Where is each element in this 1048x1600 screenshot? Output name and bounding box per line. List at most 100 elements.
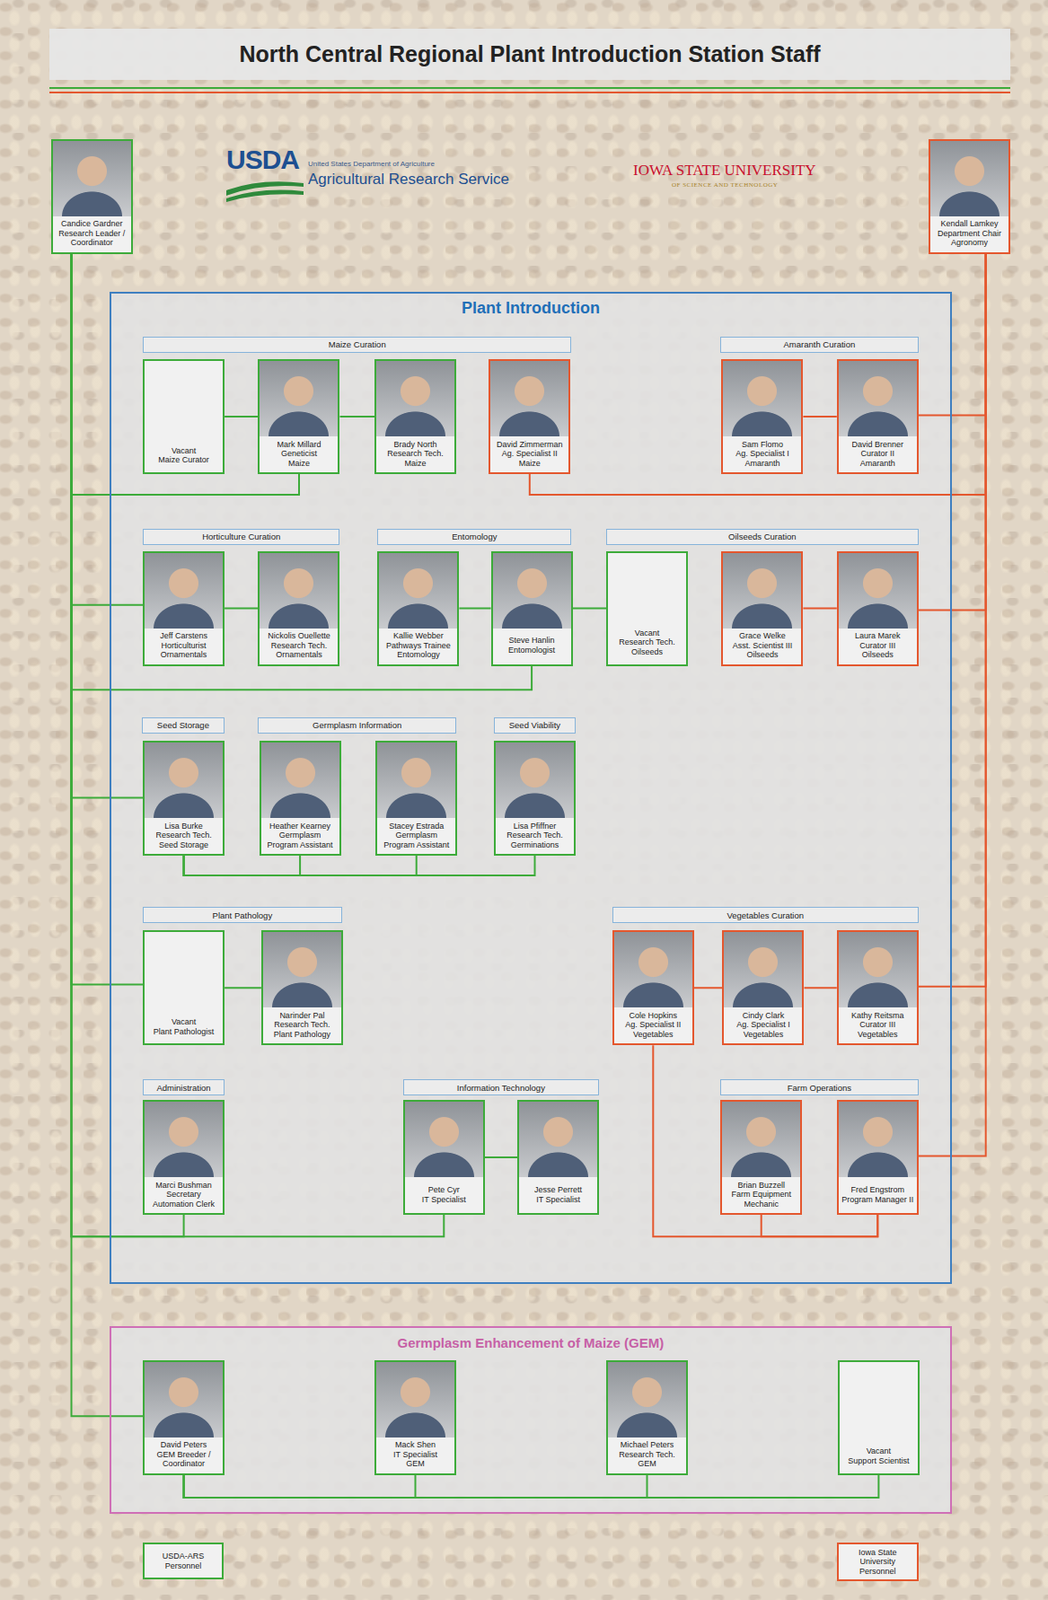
person-detail: IT Specialist xyxy=(520,1195,596,1206)
person-detail: Curator III xyxy=(840,1020,916,1031)
org-connector xyxy=(184,1475,648,1498)
card-text-area: Laura MarekCurator IIIOilseeds xyxy=(838,628,917,665)
person-name: Mack Shen xyxy=(378,1440,453,1451)
person-name: Nickolis Ouellette xyxy=(261,631,336,642)
card-text-area: Jeff CarstensHorticulturistOrnamentals xyxy=(144,628,223,665)
org-connector xyxy=(224,607,258,610)
person-name: David Brenner xyxy=(840,440,916,450)
person-name: David Zimmerman xyxy=(492,440,567,450)
section-header: Vegetables Curation xyxy=(612,907,919,924)
card-text-area: Mack ShenIT SpecialistGEM xyxy=(376,1437,455,1474)
person-name: Vacant xyxy=(146,1017,221,1028)
person-name: Mark Millard xyxy=(261,440,336,450)
person-name: Heather Kearney xyxy=(263,821,338,832)
person-detail: Vegetables xyxy=(840,1030,916,1040)
org-connector xyxy=(224,415,258,418)
legend-swatch: Iowa State University Personnel xyxy=(836,1542,919,1582)
staff-card: Fred EngstromProgram Manager II xyxy=(836,1100,919,1216)
staff-card: Cole HopkinsAg. Specialist IIVegetables xyxy=(612,930,695,1046)
org-connector xyxy=(71,254,144,799)
person-detail: Research Tech. xyxy=(609,637,685,648)
person-name: David Peters xyxy=(146,1440,221,1451)
person-detail: Plant Pathologist xyxy=(146,1027,221,1038)
staff-card: Marci BushmanSecretaryAutomation Clerk xyxy=(142,1100,225,1216)
person-name: Jesse Perrett xyxy=(520,1185,596,1196)
person-name: Lisa Burke xyxy=(146,821,221,832)
legend-text: Iowa State University Personnel xyxy=(842,1548,914,1577)
photo-placeholder xyxy=(930,140,1009,217)
staff-card: Kallie WebberPathways TraineeEntomology xyxy=(377,551,459,667)
person-detail: Support Scientist xyxy=(841,1456,916,1467)
section-heading: Seed Viability xyxy=(509,720,561,731)
photo-placeholder xyxy=(614,932,693,1008)
person-detail: Amaranth xyxy=(840,458,916,469)
org-connector xyxy=(918,254,987,1157)
person-detail: Ag. Specialist I xyxy=(725,1020,801,1031)
person-name: Stacey Estrada xyxy=(378,821,454,832)
section-heading: Vegetables Curation xyxy=(726,910,804,921)
person-detail: Research Tech. xyxy=(264,1020,340,1031)
person-detail: Germinations xyxy=(497,840,573,851)
photo-placeholder xyxy=(144,742,223,819)
staff-card: David ZimmermanAg. Specialist IIMaize xyxy=(488,359,571,475)
photo-placeholder xyxy=(519,1101,598,1178)
title-band: North Central Regional Plant Introductio… xyxy=(49,28,1011,80)
person-detail: Oilseeds xyxy=(609,647,685,658)
section-heading: Seed Storage xyxy=(157,720,210,731)
section-heading: Maize Curation xyxy=(328,339,387,350)
card-text-area: David BrennerCurator IIAmaranth xyxy=(838,436,917,473)
person-name: Sam Flomo xyxy=(724,440,800,450)
staff-card: Lisa BurkeResearch Tech.Seed Storage xyxy=(142,740,225,856)
photo-placeholder xyxy=(376,1362,455,1438)
photo-placeholder xyxy=(144,1362,223,1438)
card-text-area: David ZimmermanAg. Specialist IIMaize xyxy=(490,436,569,473)
photo-placeholder xyxy=(722,1101,801,1178)
person-detail: Asst. Scientist III xyxy=(724,641,800,652)
person-detail: Oilseeds xyxy=(840,650,916,661)
person-detail: Maize xyxy=(378,458,453,469)
card-text-area: Cindy ClarkAg. Specialist IVegetables xyxy=(723,1007,802,1044)
card-text-area: David PetersGEM Breeder / Coordinator xyxy=(144,1437,223,1474)
section-header: Amaranth Curation xyxy=(720,336,918,353)
card-text-area: VacantResearch Tech.Oilseeds xyxy=(607,626,687,665)
staff-card: Stacey EstradaGermplasm Program Assistan… xyxy=(375,740,458,856)
card-text-area: VacantSupport Scientist xyxy=(839,1444,918,1473)
section-heading: Information Technology xyxy=(457,1083,546,1093)
card-text-area: Sam FlomoAg. Specialist IAmaranth xyxy=(722,436,802,473)
card-text-area: Lisa PfiffnerResearch Tech.Germinations xyxy=(495,818,574,855)
person-name: Vacant xyxy=(609,628,685,639)
staff-card: Heather KearneyGermplasm Program Assista… xyxy=(259,740,342,856)
person-detail: Farm Equipment Mechanic xyxy=(723,1189,799,1209)
person-detail: Program Manager II xyxy=(840,1195,916,1206)
card-text-area: Steve HanlinEntomologist xyxy=(493,628,572,665)
photo-placeholder xyxy=(377,742,456,819)
person-name: Lisa Pfiffner xyxy=(497,821,573,832)
card-text-area: Brady NorthResearch Tech.Maize xyxy=(376,436,455,473)
person-detail: Vegetables xyxy=(616,1030,691,1040)
person-detail: Ag. Specialist I xyxy=(724,449,800,459)
section-heading: Germplasm Information xyxy=(312,720,402,731)
person-detail: Entomology xyxy=(380,650,456,661)
person-name: Vacant xyxy=(841,1446,916,1457)
card-text-area: VacantMaize Curator xyxy=(144,444,223,473)
person-detail: Secretary xyxy=(146,1189,221,1200)
person-detail: Ornamentals xyxy=(146,650,221,661)
staff-card: David BrennerCurator IIAmaranth xyxy=(836,359,919,475)
region-box: Germplasm Enhancement of Maize (GEM)Davi… xyxy=(109,1326,953,1515)
person-detail: Curator II xyxy=(840,449,916,459)
person-name: Kendall Lamkey xyxy=(932,219,1007,229)
card-text-area: Marci BushmanSecretaryAutomation Clerk xyxy=(144,1177,223,1214)
region-backdrop xyxy=(109,1326,953,1515)
photo-placeholder xyxy=(490,361,569,437)
person-name: Steve Hanlin xyxy=(494,635,570,646)
org-connector xyxy=(71,254,144,606)
section-heading: Entomology xyxy=(451,531,497,542)
photo-placeholder xyxy=(493,553,572,629)
person-name: Michael Peters xyxy=(609,1440,685,1451)
person-detail: IT Specialist xyxy=(406,1195,482,1206)
card-text-area: VacantPlant Pathologist xyxy=(144,1015,223,1044)
person-detail: Research Tech. xyxy=(497,830,573,841)
card-text-area: Heather KearneyGermplasm Program Assista… xyxy=(261,818,340,855)
photo-placeholder xyxy=(259,361,338,437)
vacant-card: VacantPlant Pathologist xyxy=(142,930,225,1046)
